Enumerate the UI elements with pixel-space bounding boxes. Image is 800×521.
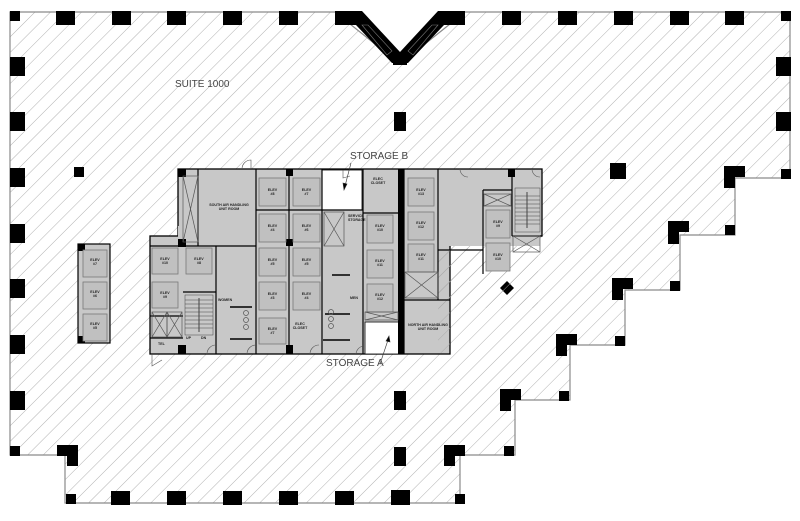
elevator-label: ELEV#5 [90, 322, 100, 330]
elec-closet-top-label: ELEC CLOSET [370, 177, 386, 185]
elevator-label: ELEV#9 [493, 220, 503, 228]
storage-b-label: STORAGE B [350, 151, 409, 162]
elevator-label: ELEV#7 [301, 188, 312, 196]
elec-closet-bottom-label: ELEC CLOSET [292, 322, 308, 330]
elevator-label: ELEV#10 [375, 224, 385, 232]
women-restroom-label: WOMEN [218, 298, 233, 302]
elevator-label: ELEV#5 [301, 258, 312, 266]
storage-a-label: STORAGE A [326, 358, 384, 369]
elevator-label: ELEV#6 [301, 224, 312, 232]
elevator-label: ELEV#13 [416, 188, 426, 196]
elevator-label: ELEV#4 [301, 292, 312, 300]
building-core [149, 159, 543, 367]
elevator-label: ELEV#12 [375, 293, 385, 301]
elevator-label: ELEV#9 [160, 291, 170, 299]
elevator-label: ELEV#3 [267, 292, 278, 300]
elevator-label: ELEV#11 [416, 253, 426, 261]
suite-1000-label: SUITE 1000 [175, 79, 230, 90]
corner-notch-detail [361, 24, 439, 56]
south-ahu-label: SOUTH AIR HANDLING UNIT ROOM [209, 203, 249, 211]
west-elevator-bank [77, 243, 111, 344]
elevator-label: ELEV#11 [375, 259, 385, 267]
elevator-label: ELEV#7 [90, 258, 100, 266]
elevator-label: ELEV#8 [194, 257, 204, 265]
elevator-label: ELEV#6 [90, 290, 100, 298]
elevator-label: ELEV#4 [267, 224, 278, 232]
service-storage-label: SERVICE STORAGE [348, 214, 366, 222]
stair-dn-label: DN [201, 336, 207, 340]
elevator-label: ELEV#5 [267, 258, 278, 266]
elevator-label: ELEV#10 [160, 257, 170, 265]
stair-up-label: UP [186, 336, 191, 340]
columns [10, 11, 791, 505]
elevator-label: ELEV#10 [493, 253, 503, 261]
elevator-label: ELEV#12 [416, 221, 426, 229]
elevator-label: ELEV#7 [267, 327, 278, 335]
elevator-label: ELEV#8 [267, 188, 278, 196]
men-restroom-label: MEN [350, 296, 358, 300]
north-ahu-label: NORTH AIR HANDLING UNIT ROOM [408, 323, 448, 331]
tel-room-label: TEL [158, 342, 165, 346]
